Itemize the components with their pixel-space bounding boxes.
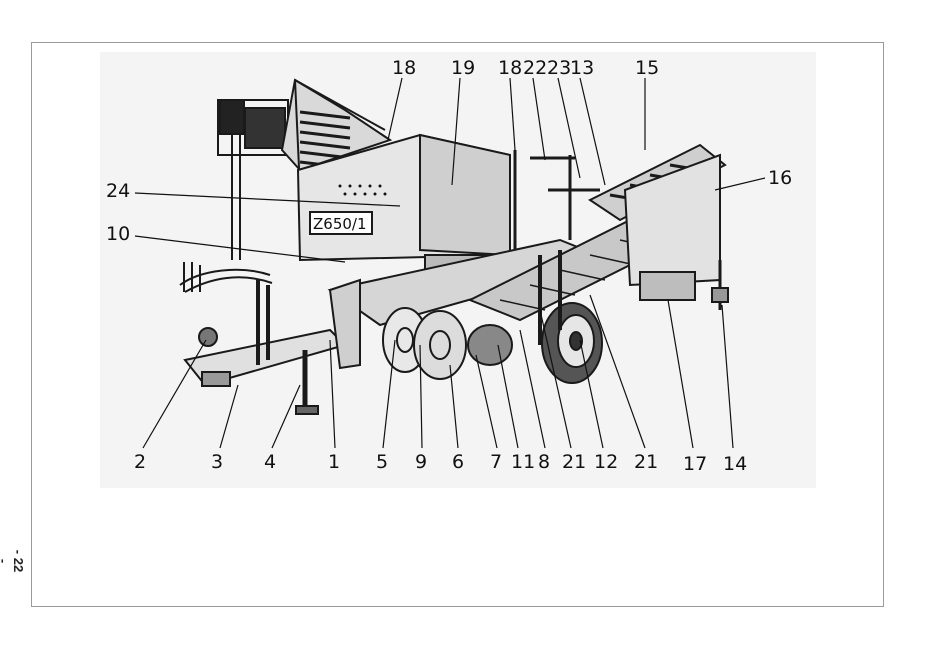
callout-label: 12 (594, 451, 618, 473)
haulm-chute (640, 272, 695, 300)
callout-label: 10 (106, 223, 130, 245)
callout-label: 19 (451, 57, 475, 79)
callout-label: 7 (490, 451, 502, 473)
pto-shaft-end (199, 328, 217, 346)
jack-foot (296, 406, 318, 414)
callout-label: 8 (538, 451, 550, 473)
callout-label: 3 (211, 451, 223, 473)
callout-label: 2 (134, 451, 146, 473)
callout-label: 16 (768, 167, 792, 189)
callout-label: 21 (562, 451, 586, 473)
callout-label: 17 (683, 453, 707, 475)
callout-label: 5 (376, 451, 388, 473)
callout-label: 23 (547, 57, 571, 79)
share-disc (414, 311, 466, 379)
callout-label: 6 (452, 451, 464, 473)
callout-label: 14 (723, 453, 747, 475)
lamp-housing (220, 100, 244, 134)
callout-label: 21 (634, 451, 658, 473)
hitch-eye (202, 372, 230, 386)
callout-label: 24 (106, 180, 130, 202)
rear-coupling (712, 288, 728, 302)
callout-label: 22 (523, 57, 547, 79)
cab-window (245, 108, 285, 148)
callout-label: 4 (264, 451, 276, 473)
callout-label: 11 (511, 451, 535, 473)
body-side (420, 135, 510, 255)
callout-label: 9 (415, 451, 427, 473)
callout-label: 13 (570, 57, 594, 79)
callout-label: 15 (635, 57, 659, 79)
callout-label: 18 (392, 57, 416, 79)
callout-label: 18 (498, 57, 522, 79)
feed-roller (468, 325, 512, 365)
callout-label: 1 (328, 451, 340, 473)
machine-model-label: Z650/1 (313, 215, 367, 233)
